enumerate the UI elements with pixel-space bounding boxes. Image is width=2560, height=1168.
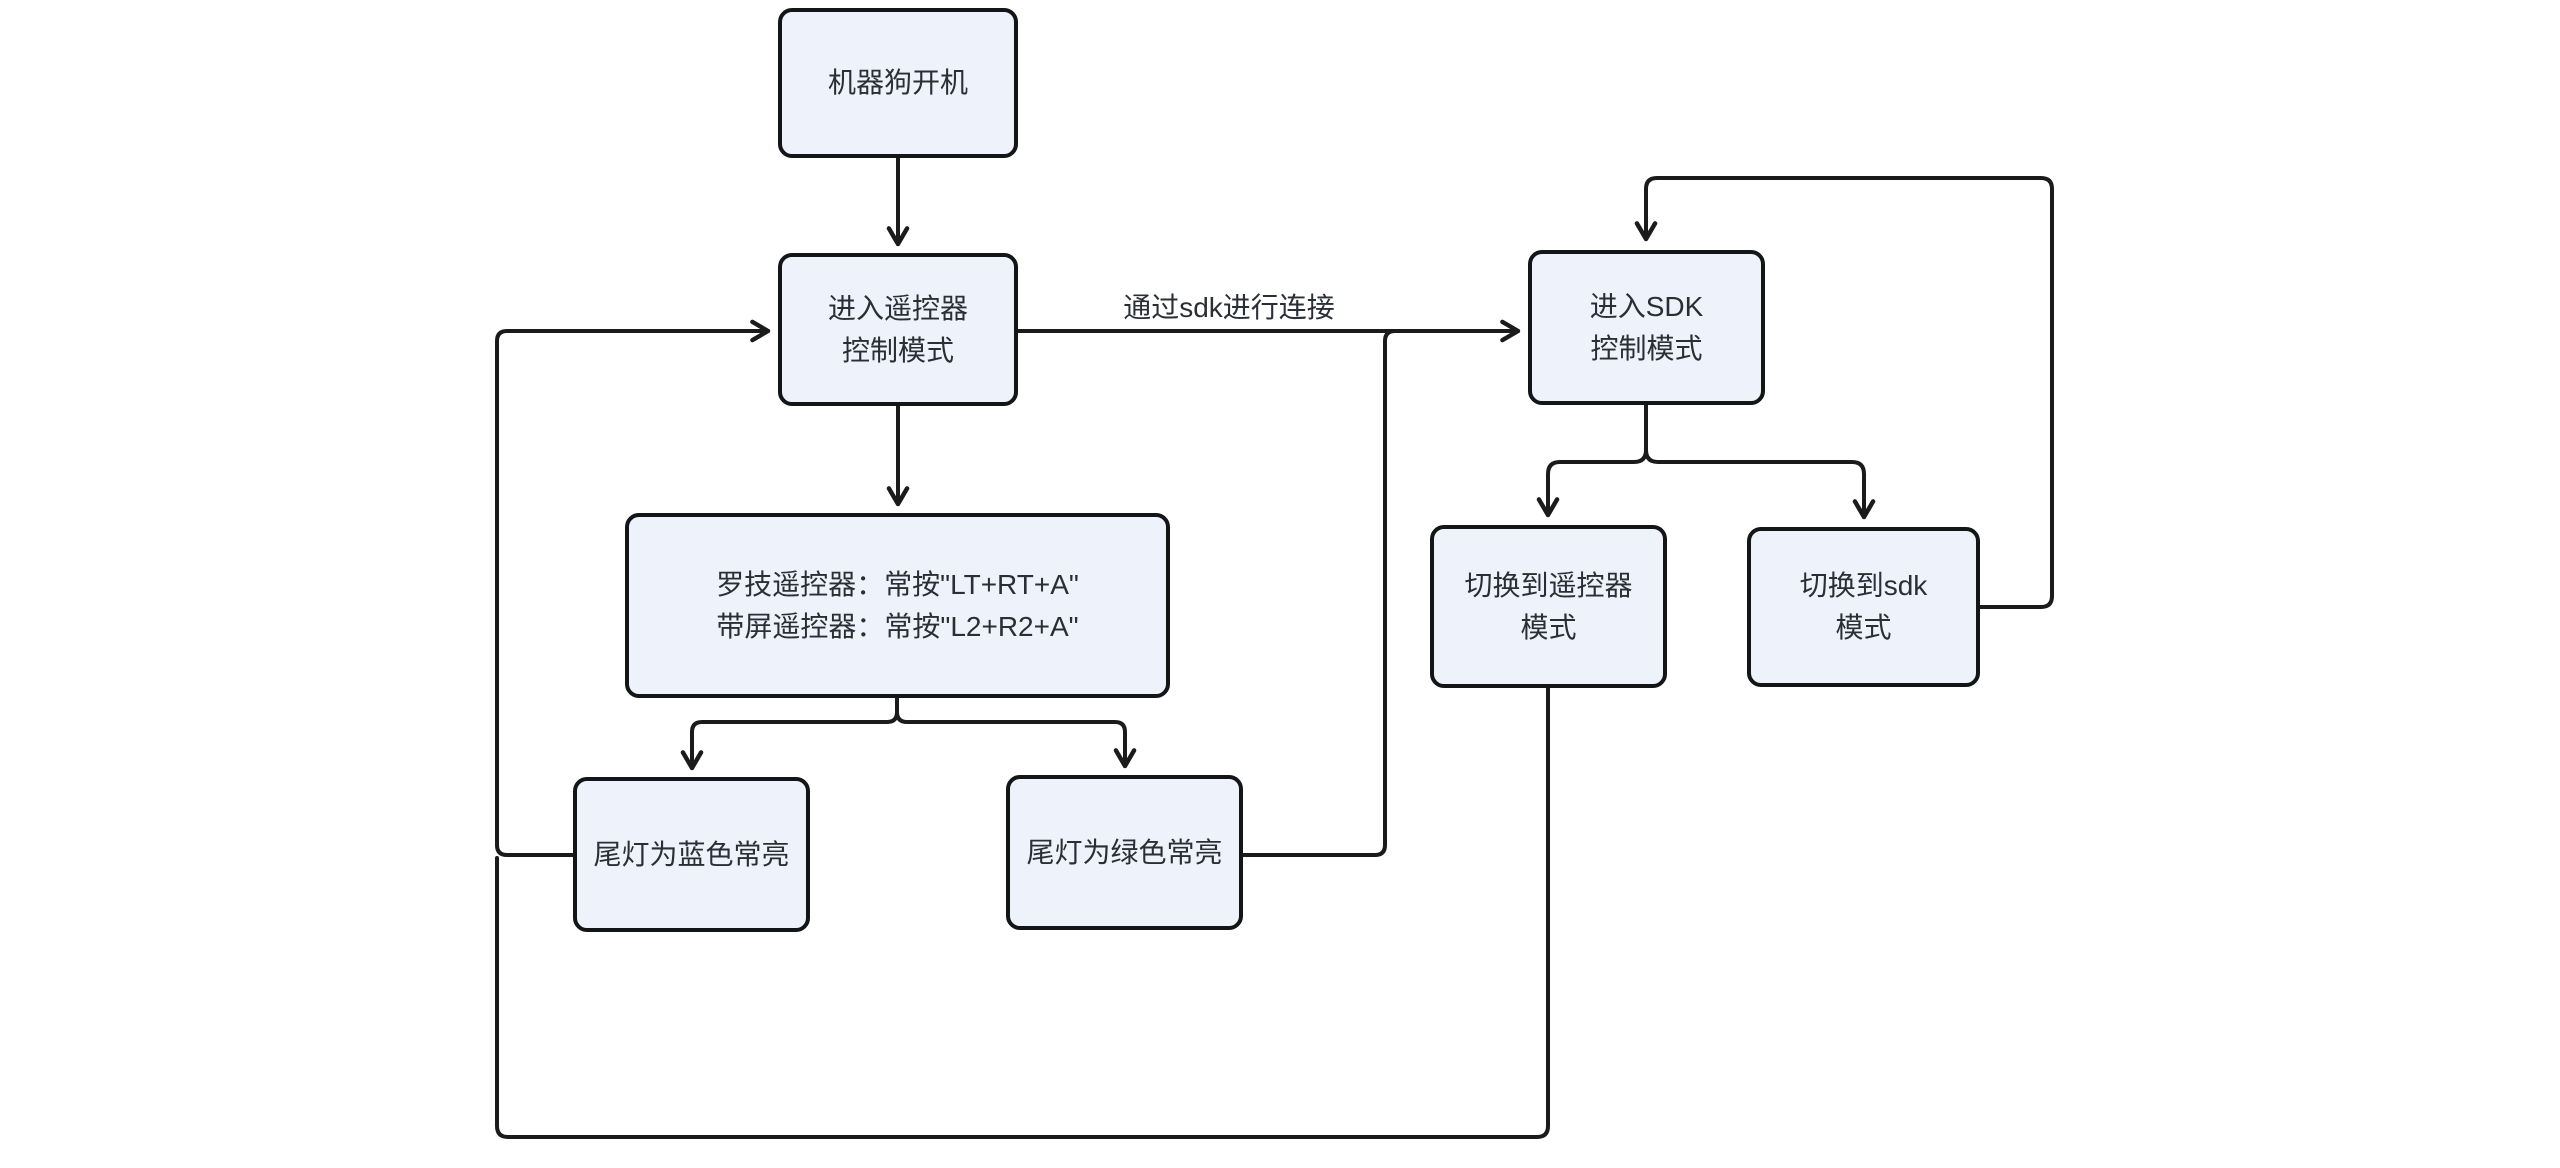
node-remote-control-mode: 进入遥控器 控制模式 [778, 253, 1018, 406]
node-switch-to-remote: 切换到遥控器 模式 [1430, 525, 1667, 688]
node-sdk-control-mode: 进入SDK 控制模式 [1528, 250, 1765, 405]
edge-switchsdk-to-sdk [1634, 176, 2054, 609]
edge-tailgreen-to-sdk [1241, 329, 1397, 857]
edge-holdbuttons-to-tailgreen [895, 696, 1137, 769]
edge-sdk-to-switchremote [1536, 403, 1648, 518]
edge-holdbuttons-to-tailblue [680, 696, 899, 771]
node-power-on: 机器狗开机 [778, 8, 1018, 158]
edge-tailblue-to-remote [495, 319, 771, 857]
node-tail-light-blue: 尾灯为蓝色常亮 [573, 777, 810, 932]
node-hold-buttons: 罗技遥控器：常按"LT+RT+A" 带屏遥控器：常按"L2+R2+A" [625, 513, 1170, 698]
node-switch-to-sdk: 切换到sdk 模式 [1747, 527, 1980, 687]
edge-label-sdk-connect: 通过sdk进行连接 [1103, 286, 1355, 326]
node-tail-light-green: 尾灯为绿色常亮 [1006, 775, 1243, 930]
edge-sdk-to-switchsdk [1644, 403, 1876, 520]
edge-switchremote-to-remote [495, 686, 1550, 1139]
